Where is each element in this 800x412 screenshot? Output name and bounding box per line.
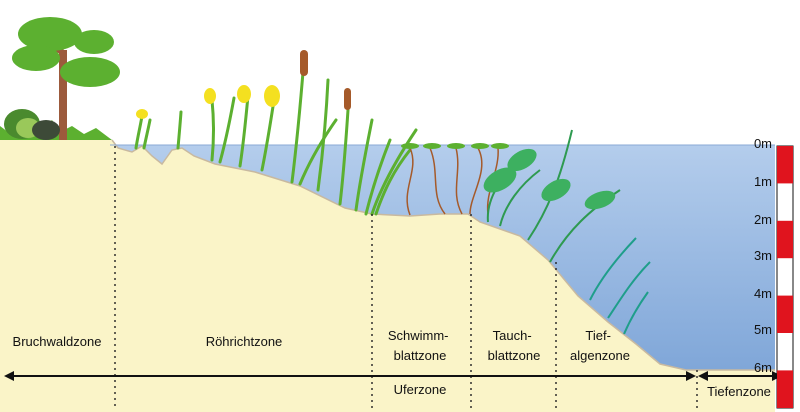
floating-leaf-plants	[406, 147, 499, 216]
depth-label-0m: 0m	[754, 136, 772, 151]
depth-label-6m: 6m	[754, 360, 772, 375]
depth-label-4m: 4m	[754, 286, 772, 301]
zone-label-tiefalgenzone: Tief- algenzone	[570, 328, 630, 363]
yellow-flowers	[136, 85, 280, 119]
depth-label-3m: 3m	[754, 248, 772, 263]
zone-label-roehrichtzone: Röhrichtzone	[206, 334, 283, 349]
uferzone-label: Uferzone	[394, 382, 447, 397]
ruler-red-segment	[777, 370, 793, 408]
depth-label-1m: 1m	[754, 174, 772, 189]
ruler-red-segment	[777, 220, 793, 259]
floating-leaves	[401, 143, 509, 149]
depth-ruler	[776, 145, 794, 409]
ruler-red-segment	[777, 295, 793, 333]
lake-bed-outline	[111, 139, 775, 371]
bush-illustration	[4, 109, 60, 140]
reed-plants	[134, 58, 418, 216]
tree-illustration	[12, 17, 120, 140]
lake-bed	[0, 140, 775, 412]
zone-label-bruchwaldzone: Bruchwaldzone	[13, 334, 102, 349]
cattail-heads	[300, 50, 351, 110]
tiefenzone-label: Tiefenzone	[707, 384, 771, 399]
depth-label-2m: 2m	[754, 212, 772, 227]
deep-algae	[589, 237, 651, 335]
uferzone-arrow	[4, 371, 696, 381]
submerged-leaf-tufts	[483, 148, 616, 210]
ruler-red-segment	[777, 146, 793, 184]
zone-label-tauchblattzone: Tauch- blattzone	[488, 328, 541, 363]
zone-label-schwimmblattzone: Schwimm- blattzone	[388, 328, 452, 363]
zone-dividers	[114, 146, 698, 408]
depth-label-5m: 5m	[754, 322, 772, 337]
